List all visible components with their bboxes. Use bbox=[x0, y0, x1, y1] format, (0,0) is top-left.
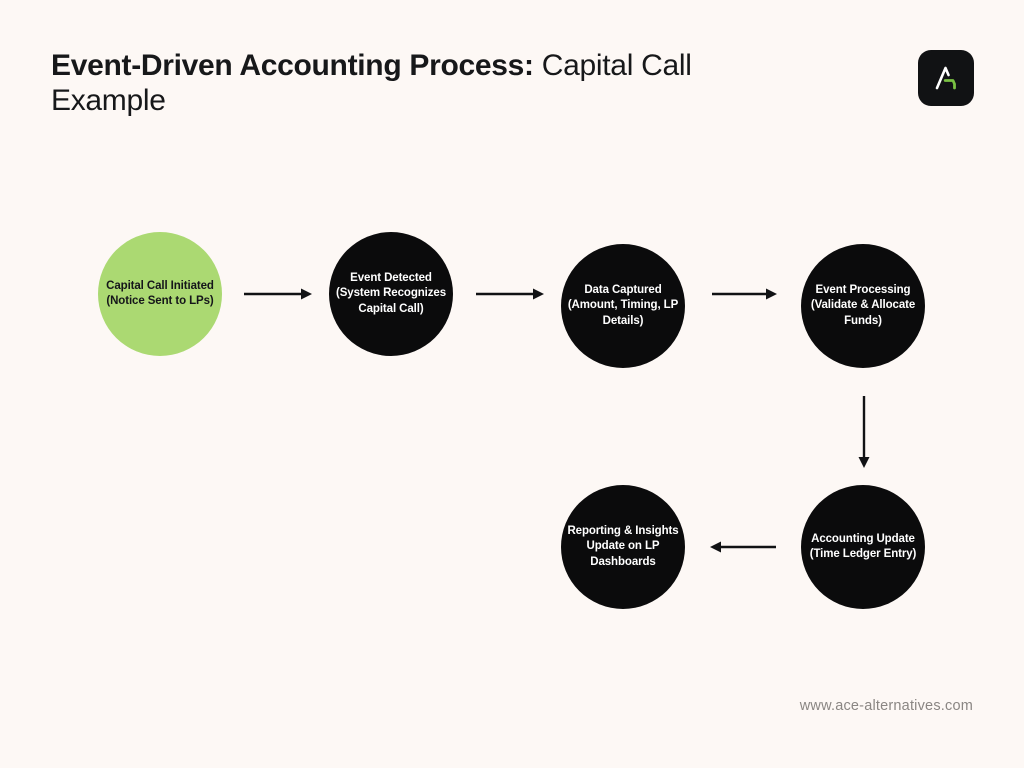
page-title-regular: Capital Call Example bbox=[51, 49, 692, 117]
ace-alternatives-logo bbox=[918, 50, 974, 106]
page-title-bold: Event-Driven Accounting Process: bbox=[51, 49, 534, 82]
flow-arrow-right-2 bbox=[476, 286, 544, 302]
flow-arrow-right-3 bbox=[712, 286, 777, 302]
flow-node-reporting-insights[interactable]: Reporting & Insights Update on LP Dashbo… bbox=[561, 485, 685, 609]
flow-arrow-down bbox=[856, 396, 872, 468]
flow-node-label: Reporting & Insights Update on LP Dashbo… bbox=[567, 524, 679, 568]
flow-node-label: Capital Call Initiated (Notice Sent to L… bbox=[106, 279, 214, 308]
flow-node-label: Data Captured (Amount, Timing, LP Detail… bbox=[567, 283, 679, 327]
flow-node-capital-call-initiated[interactable]: Capital Call Initiated (Notice Sent to L… bbox=[98, 232, 222, 356]
logo-a-icon bbox=[931, 63, 961, 93]
flow-arrow-right-1 bbox=[244, 286, 312, 302]
page-title: Event-Driven Accounting Process: Capital… bbox=[51, 48, 781, 118]
flow-node-event-processing[interactable]: Event Processing (Validate & Allocate Fu… bbox=[801, 244, 925, 368]
flow-node-label: Accounting Update (Time Ledger Entry) bbox=[809, 532, 917, 561]
flow-node-label: Event Detected (System Recognizes Capita… bbox=[335, 271, 447, 315]
flow-node-event-detected[interactable]: Event Detected (System Recognizes Capita… bbox=[329, 232, 453, 356]
footer-website-url[interactable]: www.ace-alternatives.com bbox=[799, 698, 973, 714]
flow-arrow-left bbox=[710, 539, 776, 555]
flow-node-data-captured[interactable]: Data Captured (Amount, Timing, LP Detail… bbox=[561, 244, 685, 368]
flow-node-accounting-update[interactable]: Accounting Update (Time Ledger Entry) bbox=[801, 485, 925, 609]
flow-node-label: Event Processing (Validate & Allocate Fu… bbox=[810, 283, 916, 327]
